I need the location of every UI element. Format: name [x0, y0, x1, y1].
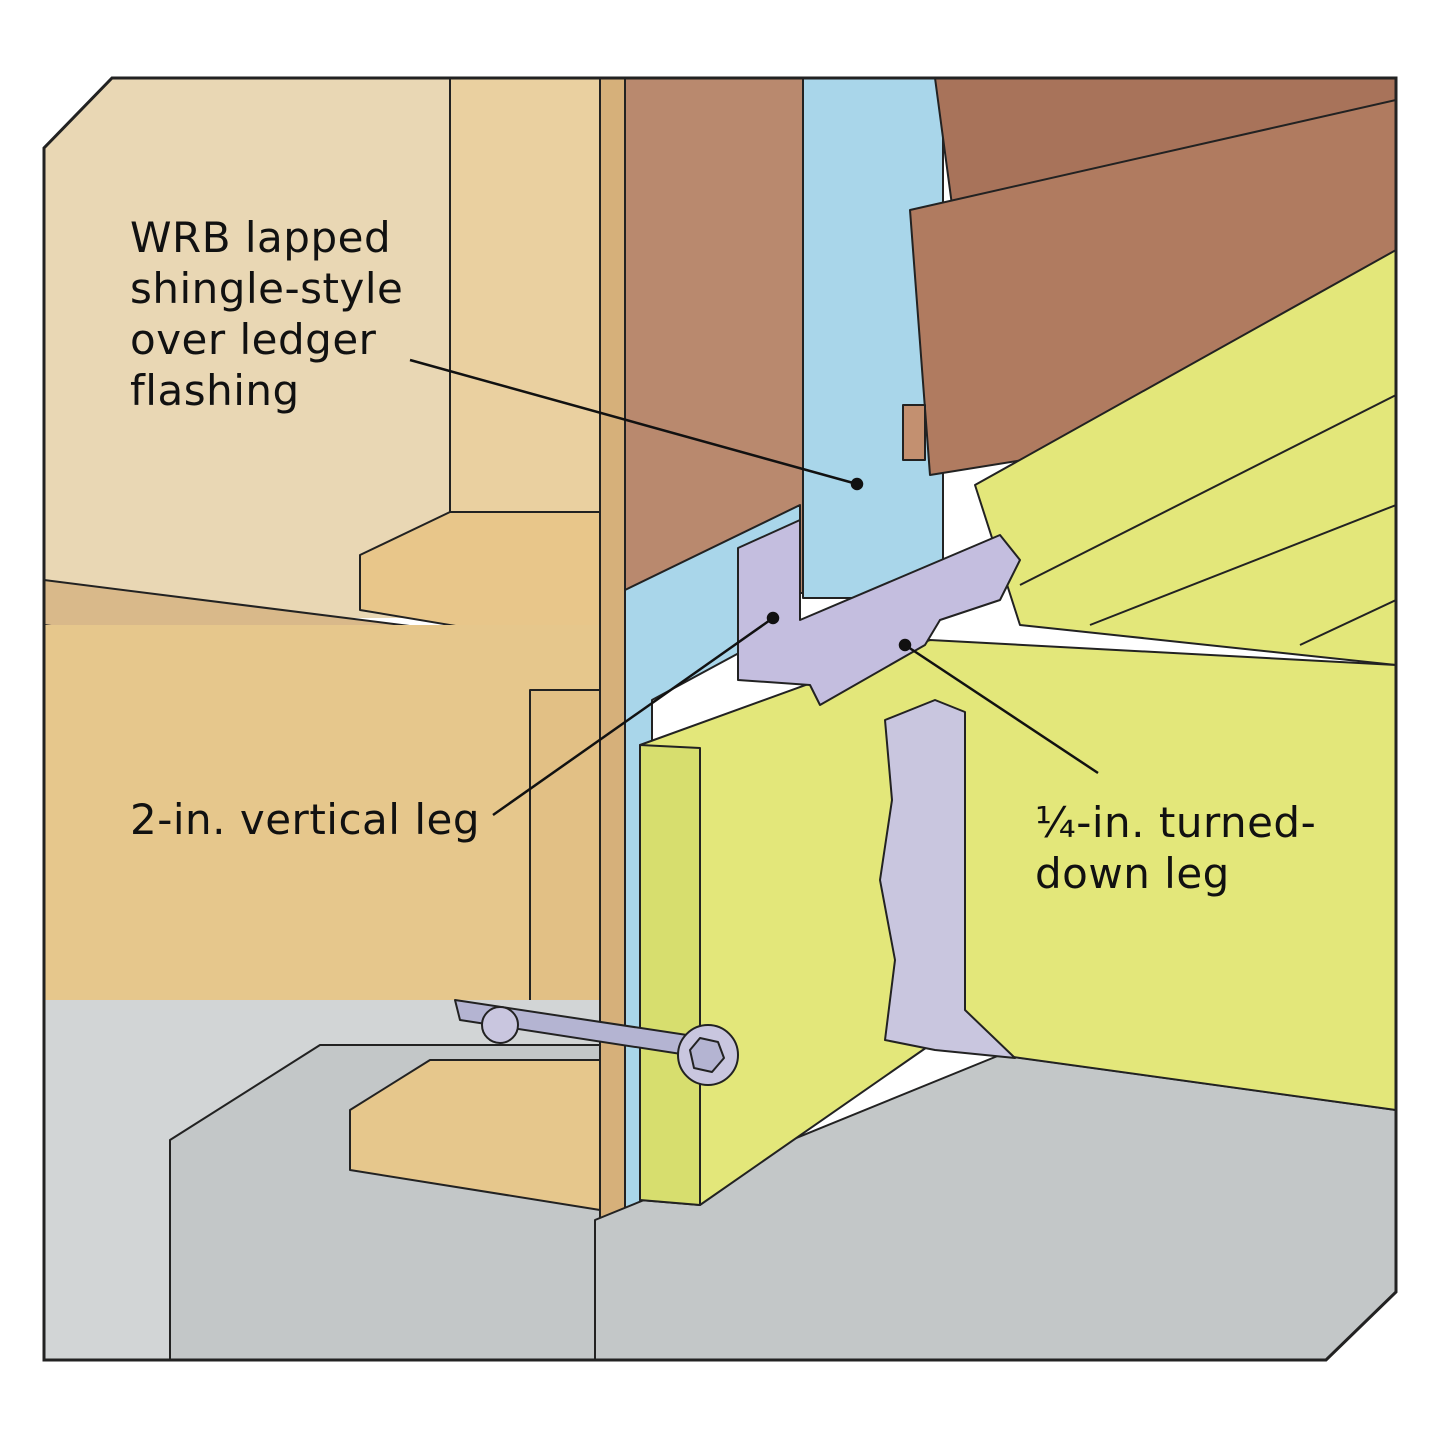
bolt: [454, 999, 739, 1086]
frame-border: [42, 76, 1398, 1362]
concrete-slab-front: [594, 1054, 1396, 1360]
ledger-flashing: [737, 519, 1021, 706]
deck-board-seams: [1019, 394, 1396, 586]
turned-down-leg-callout-label: ¼-in. turned- down leg: [1035, 798, 1317, 898]
vertical-leg-callout-label: 2-in. vertical leg: [130, 795, 480, 844]
post: [599, 78, 626, 1221]
furring-strip: [902, 404, 926, 461]
vertical-leg-callout-line: [492, 616, 774, 817]
wall-stud: [449, 78, 601, 519]
turned-down-leg-callout-line: [904, 643, 1099, 775]
joist-hanger: [879, 699, 1016, 1059]
wrb-callout-line: [409, 358, 858, 486]
sheathing: [624, 78, 804, 594]
floor-joist: [44, 625, 600, 1005]
ledger-face: [639, 744, 701, 1206]
wrb-callout-label: WRB lapped shingle-style over ledger fla…: [130, 213, 404, 415]
